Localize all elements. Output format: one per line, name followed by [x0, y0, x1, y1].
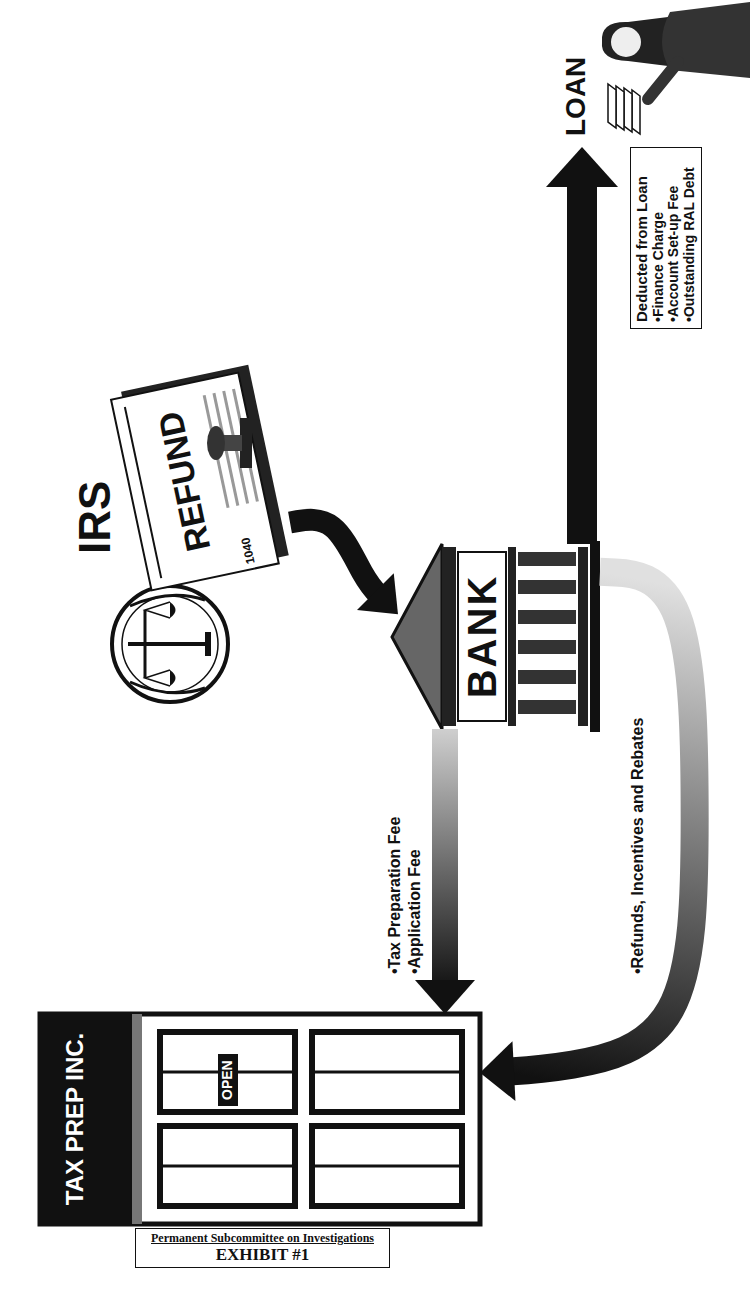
building-awning — [132, 1014, 142, 1224]
emblem-ring — [112, 586, 228, 702]
scale-beam — [144, 610, 147, 678]
bank: BANK — [390, 544, 600, 729]
bank-column — [518, 580, 576, 594]
building-wall — [40, 1014, 480, 1224]
bank-building — [392, 541, 600, 732]
flow-arrow — [290, 520, 398, 615]
window-bar — [160, 1165, 295, 1168]
refund-form — [111, 365, 289, 591]
open-sign: OPEN — [218, 1054, 238, 1106]
stamp-knob — [207, 426, 225, 460]
exhibit-stamp: Permanent Subcommittee on Investigations… — [135, 1228, 390, 1268]
face — [610, 26, 642, 58]
money-bill — [608, 84, 616, 128]
deduction-box: Deducted from Loan•Finance Charge•Accoun… — [630, 147, 702, 329]
bank-step — [590, 541, 600, 732]
bank-step — [578, 547, 588, 726]
committee-name: Permanent Subcommittee on Investigations — [140, 1232, 385, 1245]
money-bill — [632, 90, 640, 134]
flow-label: •Refunds, Incentives and Rebates — [628, 634, 648, 974]
bank-column — [518, 552, 576, 566]
deduction-item: •Account Set-up Fee — [666, 154, 682, 322]
deduction-item: •Finance Charge — [651, 154, 667, 322]
form-sheet — [111, 373, 279, 591]
loan-recipient: LOAN — [560, 4, 750, 144]
scale-post — [128, 642, 208, 646]
window — [160, 1126, 295, 1206]
business-name: TAX PREP INC. — [62, 1019, 89, 1219]
form-paper — [111, 373, 279, 591]
hair — [602, 17, 668, 66]
window — [312, 1126, 462, 1206]
arrow-shaft — [432, 729, 458, 990]
flow-label: •Tax Preparation Fee •Application Fee — [385, 774, 425, 974]
office-building — [40, 1014, 480, 1224]
window — [160, 1032, 295, 1112]
bank-column — [518, 640, 576, 654]
scale-pan — [170, 602, 176, 618]
bank-column — [518, 670, 576, 684]
borrower-figure — [602, 2, 750, 134]
bank-cornice — [442, 547, 456, 726]
window-bar — [312, 1165, 462, 1168]
deduction-item: •Outstanding RAL Debt — [682, 154, 698, 322]
arrow-shaft — [567, 175, 597, 544]
agency-name: IRS — [70, 481, 119, 554]
irs-office: IRS REFUND 1040 — [70, 374, 290, 704]
flow-arrow — [480, 572, 695, 1101]
building-sign — [40, 1014, 132, 1224]
bank-roof — [392, 544, 442, 729]
arrow-head — [480, 1041, 515, 1101]
scale-base — [205, 632, 211, 656]
flow-arrow — [546, 147, 618, 544]
box-heading: Deducted from Loan — [634, 154, 651, 322]
bank-name: BANK — [462, 544, 502, 729]
money-bill — [624, 88, 632, 132]
exhibit-number: EXHIBIT #1 — [140, 1245, 385, 1264]
refund-headline: REFUND — [148, 397, 220, 566]
arrow-shaft — [504, 572, 695, 1072]
tax-office: TAX PREP INC. OPEN — [40, 1014, 480, 1224]
arm — [648, 62, 678, 99]
arrow-head — [546, 147, 618, 187]
scale-string — [145, 602, 170, 618]
arrow-head — [357, 573, 398, 614]
form-line — [204, 395, 228, 507]
scale-pan — [170, 670, 176, 686]
irs-emblem — [112, 586, 228, 702]
door — [312, 1032, 462, 1112]
flow-arrow — [415, 729, 475, 1014]
bank-column — [518, 610, 576, 624]
arrow-head — [415, 980, 475, 1014]
bank-lintel — [508, 547, 516, 726]
window-bar — [312, 1071, 462, 1074]
loan-label: LOAN — [562, 57, 590, 136]
scale-string — [145, 670, 170, 686]
laurel — [130, 682, 205, 693]
emblem-ring — [122, 596, 218, 692]
money-bill — [616, 86, 624, 130]
laurel — [130, 595, 205, 606]
arrow-shaft — [290, 520, 382, 599]
bank-column — [518, 700, 576, 714]
form-number: 1040 — [239, 536, 258, 565]
